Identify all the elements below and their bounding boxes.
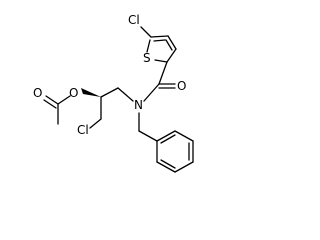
bond-ring-4-5	[174, 161, 194, 173]
bond-ring-inner-c	[160, 159, 176, 169]
bond-cl-c5	[140, 26, 152, 38]
bond-carbonyl-n	[143, 83, 160, 102]
bond-cacyl-o	[45, 95, 59, 105]
atom-n-amide: N	[134, 98, 143, 112]
bond-oester-cacyl	[57, 95, 71, 105]
bonds	[43, 26, 194, 173]
bond-n-ch2	[117, 87, 134, 102]
bond-benzyl-ring	[138, 130, 158, 142]
bond-c5-c4-inner	[153, 39, 166, 42]
chemical-structure-diagram: Cl S O N O O Cl	[33, 13, 194, 173]
bond-ring-1-2	[156, 130, 176, 142]
bond-ring-5-6	[156, 161, 176, 173]
bond-s-c5	[146, 39, 151, 53]
bond-ch2-cl	[89, 118, 102, 129]
bond-chiral-oester-wedge	[81, 88, 101, 97]
bond-c3-c2	[166, 48, 177, 63]
bond-c2-s	[154, 59, 168, 63]
bond-c4-c3-double	[165, 39, 173, 51]
atom-o-ester: O	[69, 86, 78, 100]
atom-o-carbonyl-ester: O	[33, 86, 42, 100]
bond-cacyl-o-double	[43, 99, 57, 109]
bond-c2-carbonyl	[158, 61, 168, 85]
bond-ring-inner-a	[160, 134, 176, 144]
atom-o-amide: O	[177, 79, 186, 93]
atom-cl-thiophene: Cl	[128, 13, 140, 27]
bond-c4-c3	[167, 35, 177, 50]
bond-ring-2-3	[174, 130, 194, 142]
bond-ch2-chiral	[100, 87, 119, 98]
bond-c5-c4	[150, 35, 169, 38]
atom-labels: Cl S O N O O Cl	[33, 13, 186, 137]
atom-cl-chloromethyl: Cl	[77, 123, 89, 137]
atom-s-thiophene: S	[143, 51, 151, 65]
